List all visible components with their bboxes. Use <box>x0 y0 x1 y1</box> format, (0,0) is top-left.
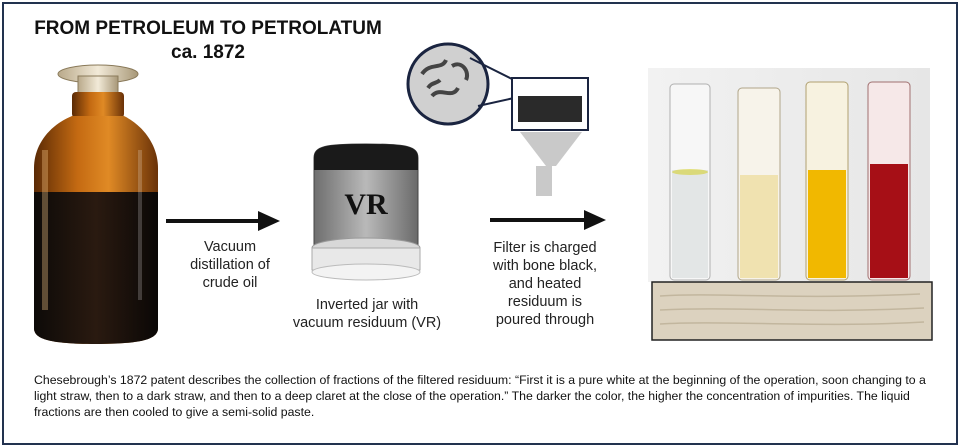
filter-label: Filter is charged with bone black, and h… <box>493 240 597 328</box>
figure-caption: Chesebrough’s 1872 patent describes the … <box>34 373 926 419</box>
jar-label: Inverted jar with vacuum residuum (VR) <box>292 297 442 331</box>
figure-title: FROM PETROLEUM TO PETROLATUM <box>34 18 382 39</box>
vr-jar-label: VR <box>344 188 388 221</box>
figure-subtitle: ca. 1872 <box>171 42 245 63</box>
distillation-label: Vacuum distillation of crude oil <box>190 239 270 291</box>
